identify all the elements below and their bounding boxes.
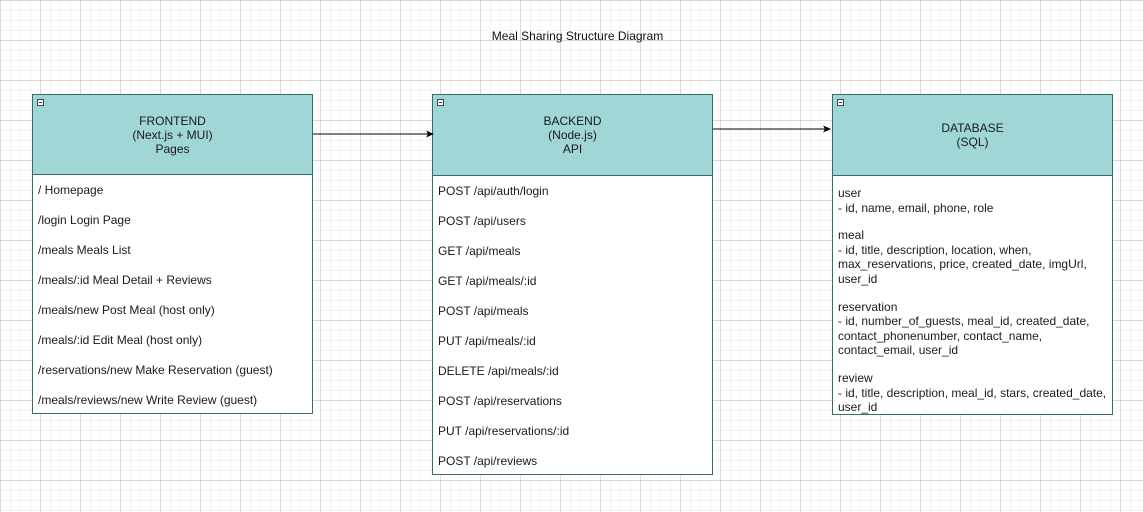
database-header: DATABASE (SQL): [833, 95, 1112, 176]
db-table-name: reservation: [838, 299, 898, 314]
backend-row[interactable]: GET /api/meals: [438, 244, 521, 258]
database-tables: user - id, name, email, phone, role meal…: [833, 176, 1112, 415]
db-table-columns: - id, name, email, phone, role: [838, 200, 994, 215]
collapse-toggle-icon[interactable]: [437, 99, 444, 106]
backend-rows: POST /api/auth/login POST /api/users GET…: [433, 176, 712, 476]
frontend-header-tech: (Next.js + MUI): [132, 127, 213, 142]
frontend-container[interactable]: FRONTEND (Next.js + MUI) Pages / Homepag…: [32, 94, 313, 414]
db-table-columns: - id, title, description, meal_id, stars…: [838, 385, 1107, 400]
database-header-title: DATABASE: [941, 121, 1004, 135]
db-table-review[interactable]: review - id, title, description, meal_id…: [838, 371, 1107, 415]
diagram-title: Meal Sharing Structure Diagram: [491, 29, 664, 43]
backend-row[interactable]: DELETE /api/meals/:id: [438, 364, 559, 378]
db-table-columns: - id, title, description, location, when…: [838, 242, 1032, 257]
frontend-rows: / Homepage /login Login Page /meals Meal…: [33, 175, 312, 415]
db-table-columns: user_id: [838, 271, 878, 286]
frontend-row[interactable]: /meals Meals List: [38, 243, 131, 257]
backend-row[interactable]: POST /api/meals: [438, 304, 529, 318]
db-table-user[interactable]: user - id, name, email, phone, role: [838, 186, 1107, 215]
backend-header-title: BACKEND: [543, 114, 602, 128]
frontend-row[interactable]: /meals/:id Edit Meal (host only): [38, 333, 203, 347]
db-table-reservation[interactable]: reservation - id, number_of_guests, meal…: [838, 300, 1107, 358]
backend-row[interactable]: POST /api/users: [438, 214, 526, 228]
frontend-header: FRONTEND (Next.js + MUI) Pages: [33, 95, 312, 175]
backend-header-subtitle: API: [562, 142, 583, 156]
backend-container[interactable]: BACKEND (Node.js) API POST /api/auth/log…: [432, 94, 713, 475]
frontend-header-title: FRONTEND: [139, 113, 206, 128]
db-table-columns: - id, number_of_guests, meal_id, created…: [838, 314, 1090, 329]
db-table-name: meal: [838, 228, 865, 243]
database-container[interactable]: DATABASE (SQL) user - id, name, email, p…: [832, 94, 1113, 415]
backend-row[interactable]: PUT /api/meals/:id: [438, 334, 536, 348]
backend-row[interactable]: GET /api/meals/:id: [438, 274, 537, 288]
collapse-toggle-icon[interactable]: [37, 99, 44, 106]
backend-row[interactable]: POST /api/auth/login: [438, 184, 549, 198]
db-table-columns: user_id: [838, 400, 878, 415]
frontend-row[interactable]: /login Login Page: [38, 213, 131, 227]
backend-header: BACKEND (Node.js) API: [433, 95, 712, 176]
frontend-row[interactable]: /meals/reviews/new Write Review (guest): [38, 393, 258, 407]
backend-row[interactable]: PUT /api/reservations/:id: [438, 424, 570, 438]
db-table-columns: contact_email, user_id: [838, 343, 959, 358]
frontend-header-subtitle: Pages: [155, 141, 190, 156]
collapse-toggle-icon[interactable]: [837, 99, 844, 106]
frontend-row[interactable]: /meals/:id Meal Detail + Reviews: [38, 273, 212, 287]
db-table-meal[interactable]: meal - id, title, description, location,…: [838, 228, 1107, 286]
frontend-row[interactable]: /meals/new Post Meal (host only): [38, 303, 215, 317]
db-table-name: review: [838, 370, 873, 385]
database-header-tech: (SQL): [956, 135, 989, 149]
db-table-name: user: [838, 186, 862, 200]
backend-row[interactable]: POST /api/reviews: [438, 454, 538, 468]
frontend-row[interactable]: / Homepage: [38, 183, 104, 197]
db-table-columns: contact_phonenumber, contact_name,: [838, 328, 1043, 343]
db-table-columns: max_reservations, price, created_date, i…: [838, 257, 1087, 272]
backend-header-tech: (Node.js): [548, 128, 597, 142]
frontend-row[interactable]: /reservations/new Make Reservation (gues…: [38, 363, 273, 377]
backend-row[interactable]: POST /api/reservations: [438, 394, 562, 408]
